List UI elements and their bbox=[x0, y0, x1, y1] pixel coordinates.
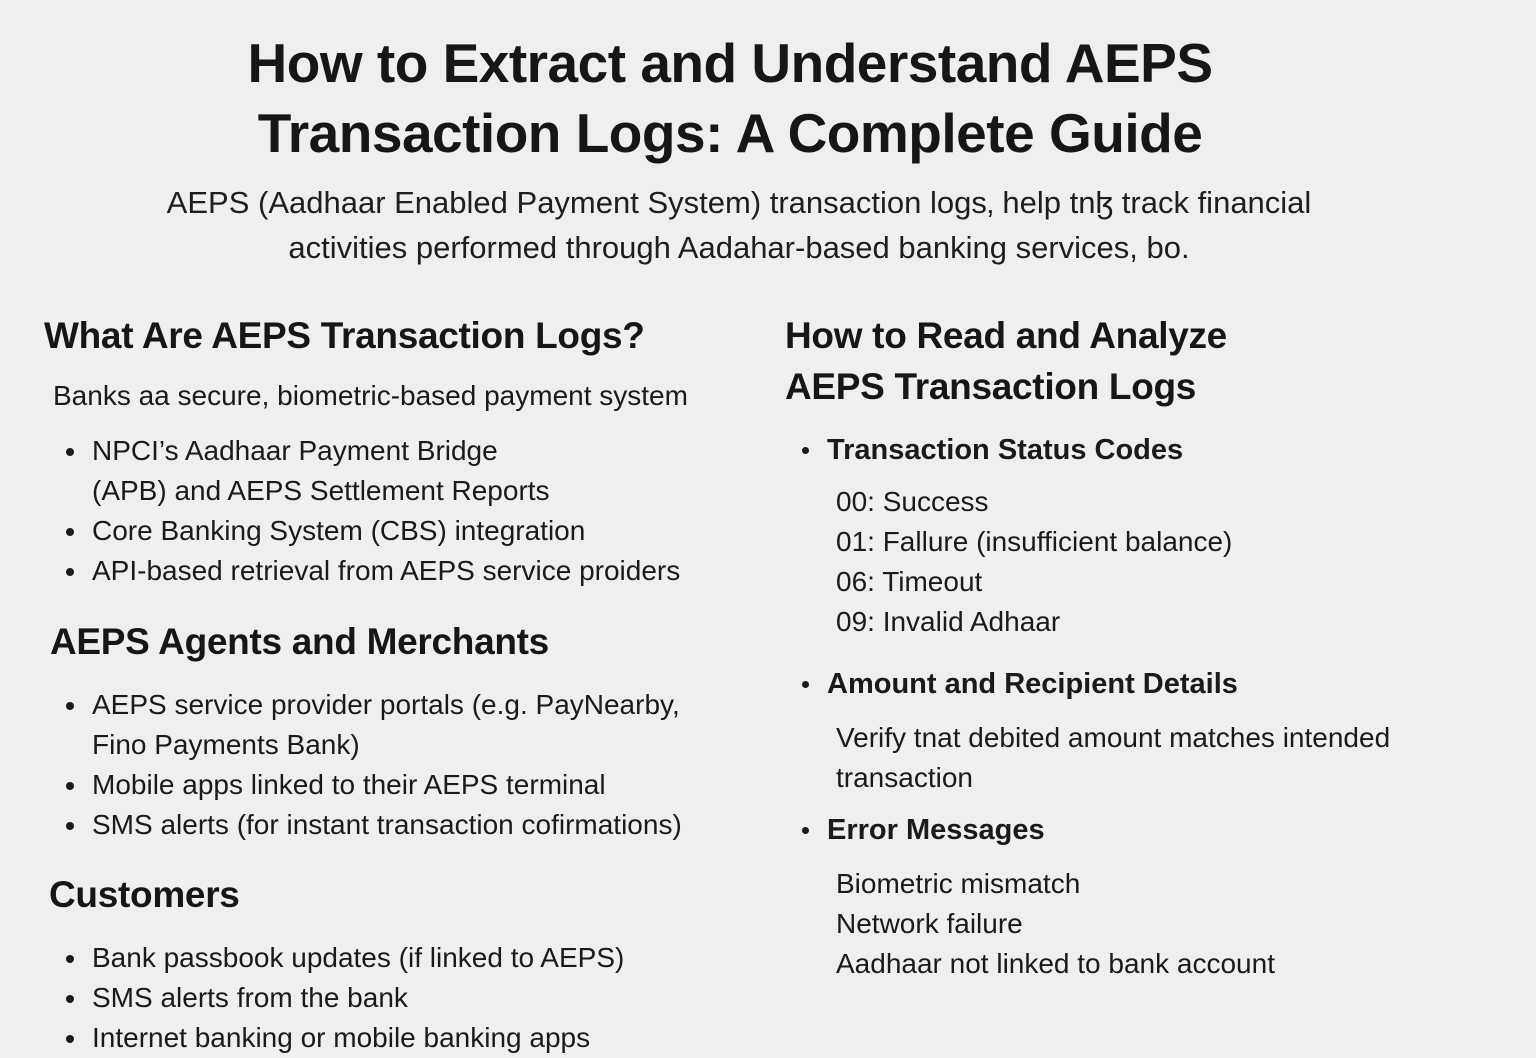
group-amount-recipient: Amount and Recipient Details Verify tnat… bbox=[785, 664, 1505, 798]
list-item: API-based retrieval from AEPS service pr… bbox=[44, 551, 764, 591]
page-title-line-1: How to Extract and Understand AEPS bbox=[247, 32, 1214, 94]
error-message-list: Biometric mismatch Network failure Aadha… bbox=[785, 864, 1505, 984]
bullet-icon bbox=[66, 822, 74, 830]
list-item: SMS alerts (for instant transaction cofi… bbox=[44, 805, 764, 845]
section-heading: AEPS Agents and Merchants bbox=[50, 621, 549, 662]
list-item: Bank passbook updates (if linked to AEPS… bbox=[44, 938, 764, 978]
detail-item: Verify tnat debited amount matches inten… bbox=[836, 722, 1391, 793]
section-heading: Customers bbox=[49, 874, 240, 915]
status-code-item: 01: Fallure (insufficient balance) bbox=[836, 526, 1233, 557]
bullet-list: AEPS service provider portals (e.g. PayN… bbox=[44, 685, 764, 845]
list-item: SMS alerts from the bank bbox=[44, 978, 764, 1018]
error-message-item: Network failure bbox=[836, 908, 1023, 939]
intro-paragraph: AEPS (Aadhaar Enabled Payment System) tr… bbox=[0, 180, 1478, 270]
section-heading: What Are AEPS Transaction Logs? bbox=[44, 315, 645, 356]
list-item: Internet banking or mobile banking apps bbox=[44, 1018, 764, 1058]
group-status-codes: Transaction Status Codes 00: Success 01:… bbox=[785, 430, 1505, 642]
bullet-icon bbox=[66, 528, 74, 536]
bullet-icon bbox=[66, 702, 74, 710]
page-title: How to Extract and Understand AEPS Trans… bbox=[0, 28, 1460, 168]
bullet-icon bbox=[66, 955, 74, 963]
list-item: NPCI’s Aadhaar Payment Bridge (APB) and … bbox=[44, 431, 552, 511]
bullet-icon bbox=[66, 782, 74, 790]
status-code-item: 00: Success bbox=[836, 486, 989, 517]
group-label: Transaction Status Codes bbox=[785, 430, 1505, 470]
bullet-icon bbox=[66, 568, 74, 576]
bullet-list: Bank passbook updates (if linked to AEPS… bbox=[44, 938, 764, 1058]
status-code-item: 09: Invalid Adhaar bbox=[836, 606, 1061, 637]
bullet-list: NPCI’s Aadhaar Payment Bridge (APB) and … bbox=[44, 431, 764, 591]
left-column: What Are AEPS Transaction Logs? Banks aa… bbox=[44, 310, 764, 1058]
section-lead: Banks aa secure, biometric-based payment… bbox=[53, 380, 688, 411]
bullet-icon bbox=[802, 681, 809, 688]
detail-list: Verify tnat debited amount matches inten… bbox=[785, 718, 1456, 798]
list-item: Mobile apps linked to their AEPS termina… bbox=[44, 765, 764, 805]
section-what-are-logs: What Are AEPS Transaction Logs? Banks aa… bbox=[44, 310, 764, 591]
section-heading-read-analyze: How to Read and Analyze AEPS Transaction… bbox=[785, 315, 1227, 407]
status-code-list: 00: Success 01: Fallure (insufficient ba… bbox=[785, 482, 1505, 642]
bullet-icon bbox=[66, 995, 74, 1003]
group-label: Error Messages bbox=[785, 810, 1505, 850]
error-message-item: Biometric mismatch bbox=[836, 868, 1081, 899]
list-item: Core Banking System (CBS) integration bbox=[44, 511, 764, 551]
bullet-icon bbox=[802, 827, 809, 834]
section-customers: Customers Bank passbook updates (if link… bbox=[49, 869, 764, 1058]
bullet-icon bbox=[66, 448, 74, 456]
status-code-item: 06: Timeout bbox=[836, 566, 983, 597]
intro-line-1: AEPS (Aadhaar Enabled Payment System) tr… bbox=[166, 185, 1312, 220]
bullet-icon bbox=[802, 447, 809, 454]
section-agents-merchants: AEPS Agents and Merchants AEPS service p… bbox=[50, 616, 764, 845]
list-item: AEPS service provider portals (e.g. PayN… bbox=[44, 685, 732, 765]
error-message-item: Aadhaar not linked to bank account bbox=[836, 948, 1275, 979]
bullet-icon bbox=[66, 1035, 74, 1043]
intro-line-2: activities performed through Aadahar-bas… bbox=[288, 230, 1190, 265]
right-column: How to Read and Analyze AEPS Transaction… bbox=[785, 310, 1505, 984]
page-title-line-2: Transaction Logs: A Complete Guide bbox=[257, 102, 1203, 164]
group-label: Amount and Recipient Details bbox=[785, 664, 1505, 704]
group-error-messages: Error Messages Biometric mismatch Networ… bbox=[785, 810, 1505, 984]
